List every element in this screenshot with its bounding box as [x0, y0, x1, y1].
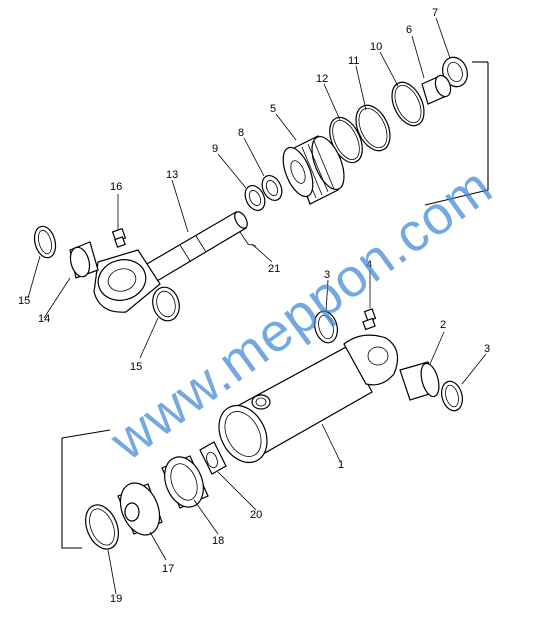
part-5-piston — [282, 135, 345, 205]
part-6-bushing — [421, 74, 452, 105]
bracket-upper — [424, 61, 489, 206]
callout-9: 9 — [212, 143, 218, 155]
callout-labels: 1 2 3 3 4 5 6 7 8 9 10 11 12 13 14 15 15… — [18, 7, 490, 605]
part-15-seal-right — [152, 286, 180, 322]
part-4-grease-fitting — [362, 308, 377, 331]
part-18-head — [161, 455, 209, 509]
callout-19: 19 — [110, 593, 122, 605]
callout-6: 6 — [406, 24, 412, 36]
part-13-rod-eye — [93, 249, 161, 313]
callout-2: 2 — [440, 319, 446, 331]
part-2-bushing — [399, 361, 440, 401]
part-16-grease-fitting — [111, 227, 127, 248]
callout-12: 12 — [316, 73, 328, 85]
callout-3-right: 3 — [484, 343, 490, 355]
part-8-nut — [261, 175, 283, 201]
part-17-gland — [117, 482, 163, 536]
callout-1: 1 — [338, 459, 344, 471]
part-20-nut — [199, 441, 227, 475]
callout-21: 21 — [268, 263, 280, 275]
part-9-washer — [244, 185, 266, 211]
callout-15-right: 15 — [130, 361, 142, 373]
part-13-rod — [139, 211, 248, 285]
part-15-seal-left — [33, 225, 57, 259]
callout-18: 18 — [212, 535, 224, 547]
callout-10: 10 — [370, 41, 382, 53]
callout-7: 7 — [432, 7, 438, 19]
callout-20: 20 — [250, 509, 262, 521]
part-21-pin — [239, 231, 257, 247]
part-1-cylinder-tube — [218, 334, 399, 464]
callout-14: 14 — [38, 313, 50, 325]
callout-3-upper: 3 — [324, 269, 330, 281]
part-3-seal-right — [440, 380, 464, 412]
callout-16: 16 — [110, 181, 122, 193]
part-14-bushing — [69, 241, 99, 279]
callout-13: 13 — [166, 169, 178, 181]
callout-11: 11 — [348, 55, 359, 67]
leader-lines — [27, 17, 487, 595]
callout-4: 4 — [366, 259, 372, 271]
callout-5: 5 — [270, 103, 276, 115]
bracket-lower — [61, 429, 111, 549]
part-10-oring — [391, 81, 425, 127]
callout-8: 8 — [238, 127, 244, 139]
part-3-seal-upper — [313, 310, 339, 344]
callout-15-left: 15 — [18, 295, 30, 307]
part-19-seal — [85, 504, 119, 550]
callout-17: 17 — [162, 563, 174, 575]
